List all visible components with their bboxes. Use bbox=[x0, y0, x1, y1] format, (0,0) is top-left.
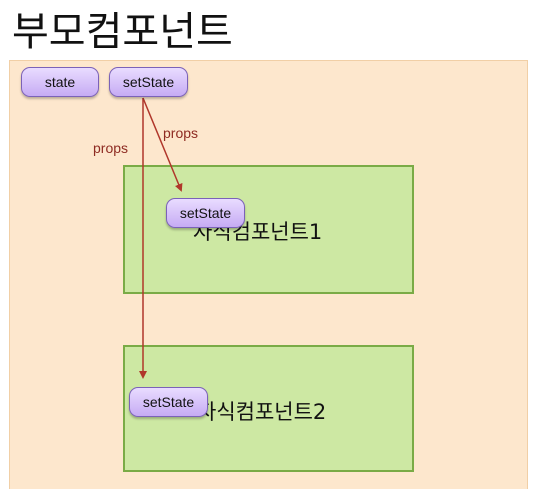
page-title: 부모컴포넌트 bbox=[12, 9, 233, 55]
child-1-setstate-pill: setState bbox=[166, 198, 245, 228]
child-component-2-label: 자식컴포넌트2 bbox=[197, 400, 327, 424]
child-2-setstate-pill: setState bbox=[129, 387, 208, 417]
state-pill: state bbox=[21, 67, 99, 97]
props-label-child-1: props bbox=[163, 125, 199, 141]
props-label-child-2: props bbox=[93, 140, 129, 156]
setstate-pill: setState bbox=[109, 67, 188, 97]
